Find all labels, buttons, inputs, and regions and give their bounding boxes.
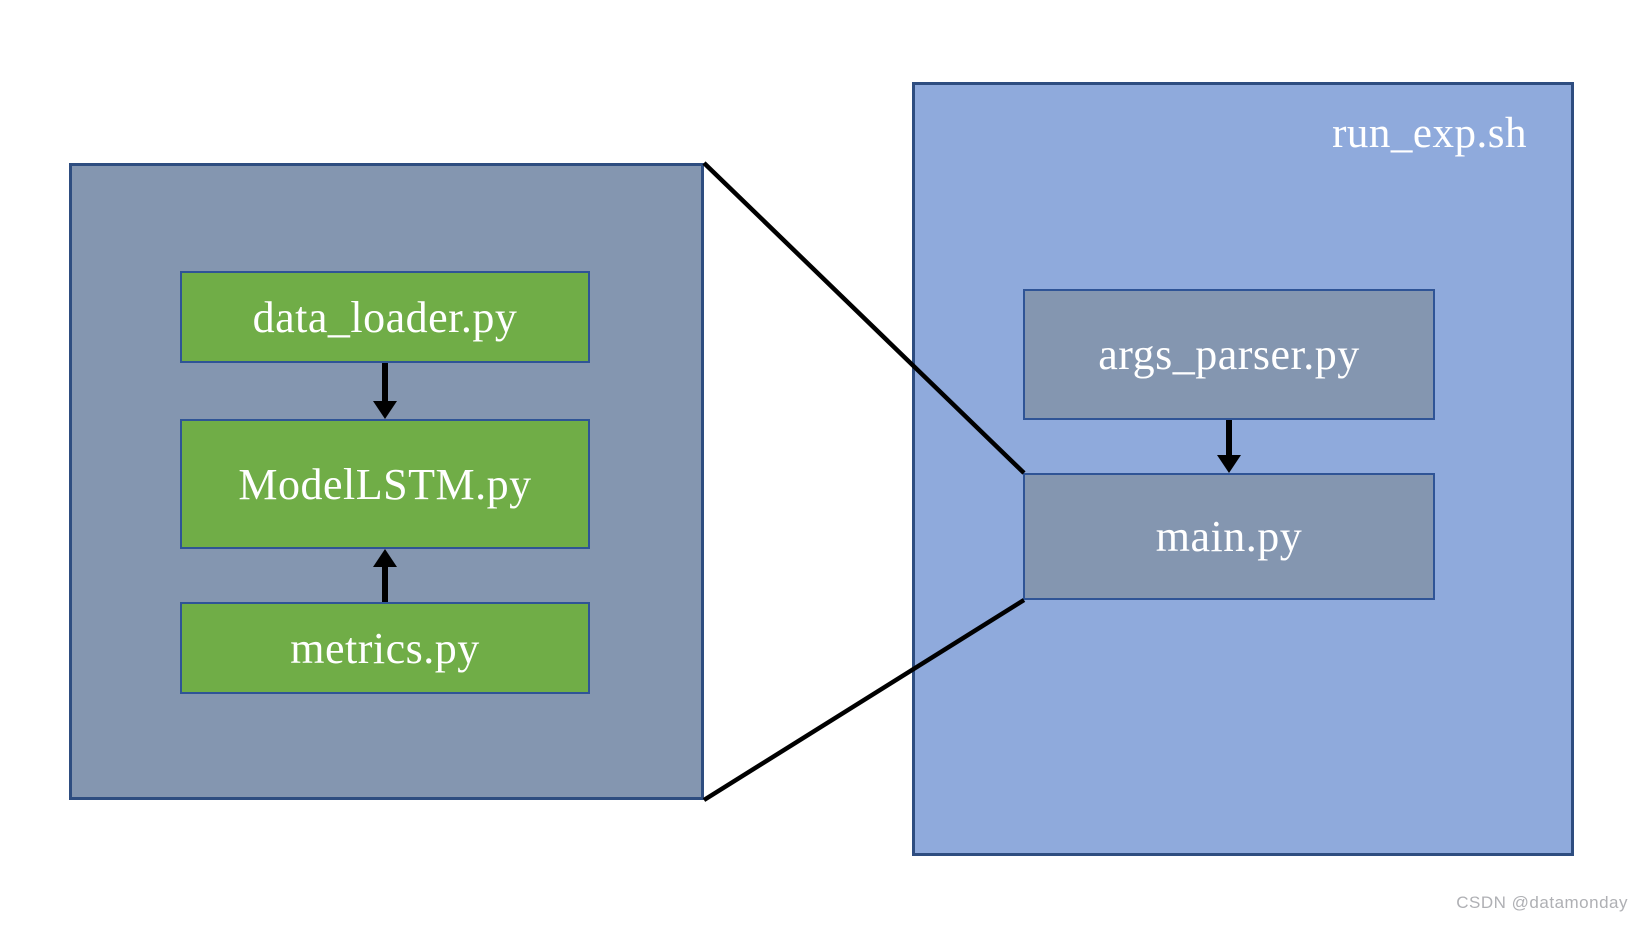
arrow-data-loader-to-modellstm (373, 363, 397, 419)
module-box-data-loader: data_loader.py (180, 271, 590, 363)
arrow-stem (382, 363, 388, 401)
module-box-metrics: metrics.py (180, 602, 590, 694)
module-label-args-parser: args_parser.py (1098, 330, 1360, 379)
module-box-modellstm: ModelLSTM.py (180, 419, 590, 549)
main-py-detail-group-box: data_loader.py ModelLSTM.py metrics.py (69, 163, 704, 800)
arrow-args-parser-to-main (1217, 420, 1241, 473)
module-label-metrics: metrics.py (290, 623, 480, 673)
watermark-text: CSDN @datamonday (1456, 893, 1628, 912)
module-label-data-loader: data_loader.py (252, 292, 518, 342)
module-label-modellstm: ModelLSTM.py (238, 459, 532, 509)
run-exp-group-box: run_exp.sh args_parser.py main.py (912, 82, 1574, 856)
group-title: run_exp.sh (1332, 110, 1527, 157)
arrow-stem (1226, 420, 1232, 455)
arrow-metrics-to-modellstm (373, 549, 397, 602)
arrow-head-down-icon (1217, 455, 1241, 473)
arrow-stem (382, 567, 388, 602)
arrow-head-down-icon (373, 401, 397, 419)
arrow-head-up-icon (373, 549, 397, 567)
module-box-main: main.py (1023, 473, 1435, 600)
module-label-main: main.py (1155, 512, 1303, 561)
module-box-args-parser: args_parser.py (1023, 289, 1435, 420)
